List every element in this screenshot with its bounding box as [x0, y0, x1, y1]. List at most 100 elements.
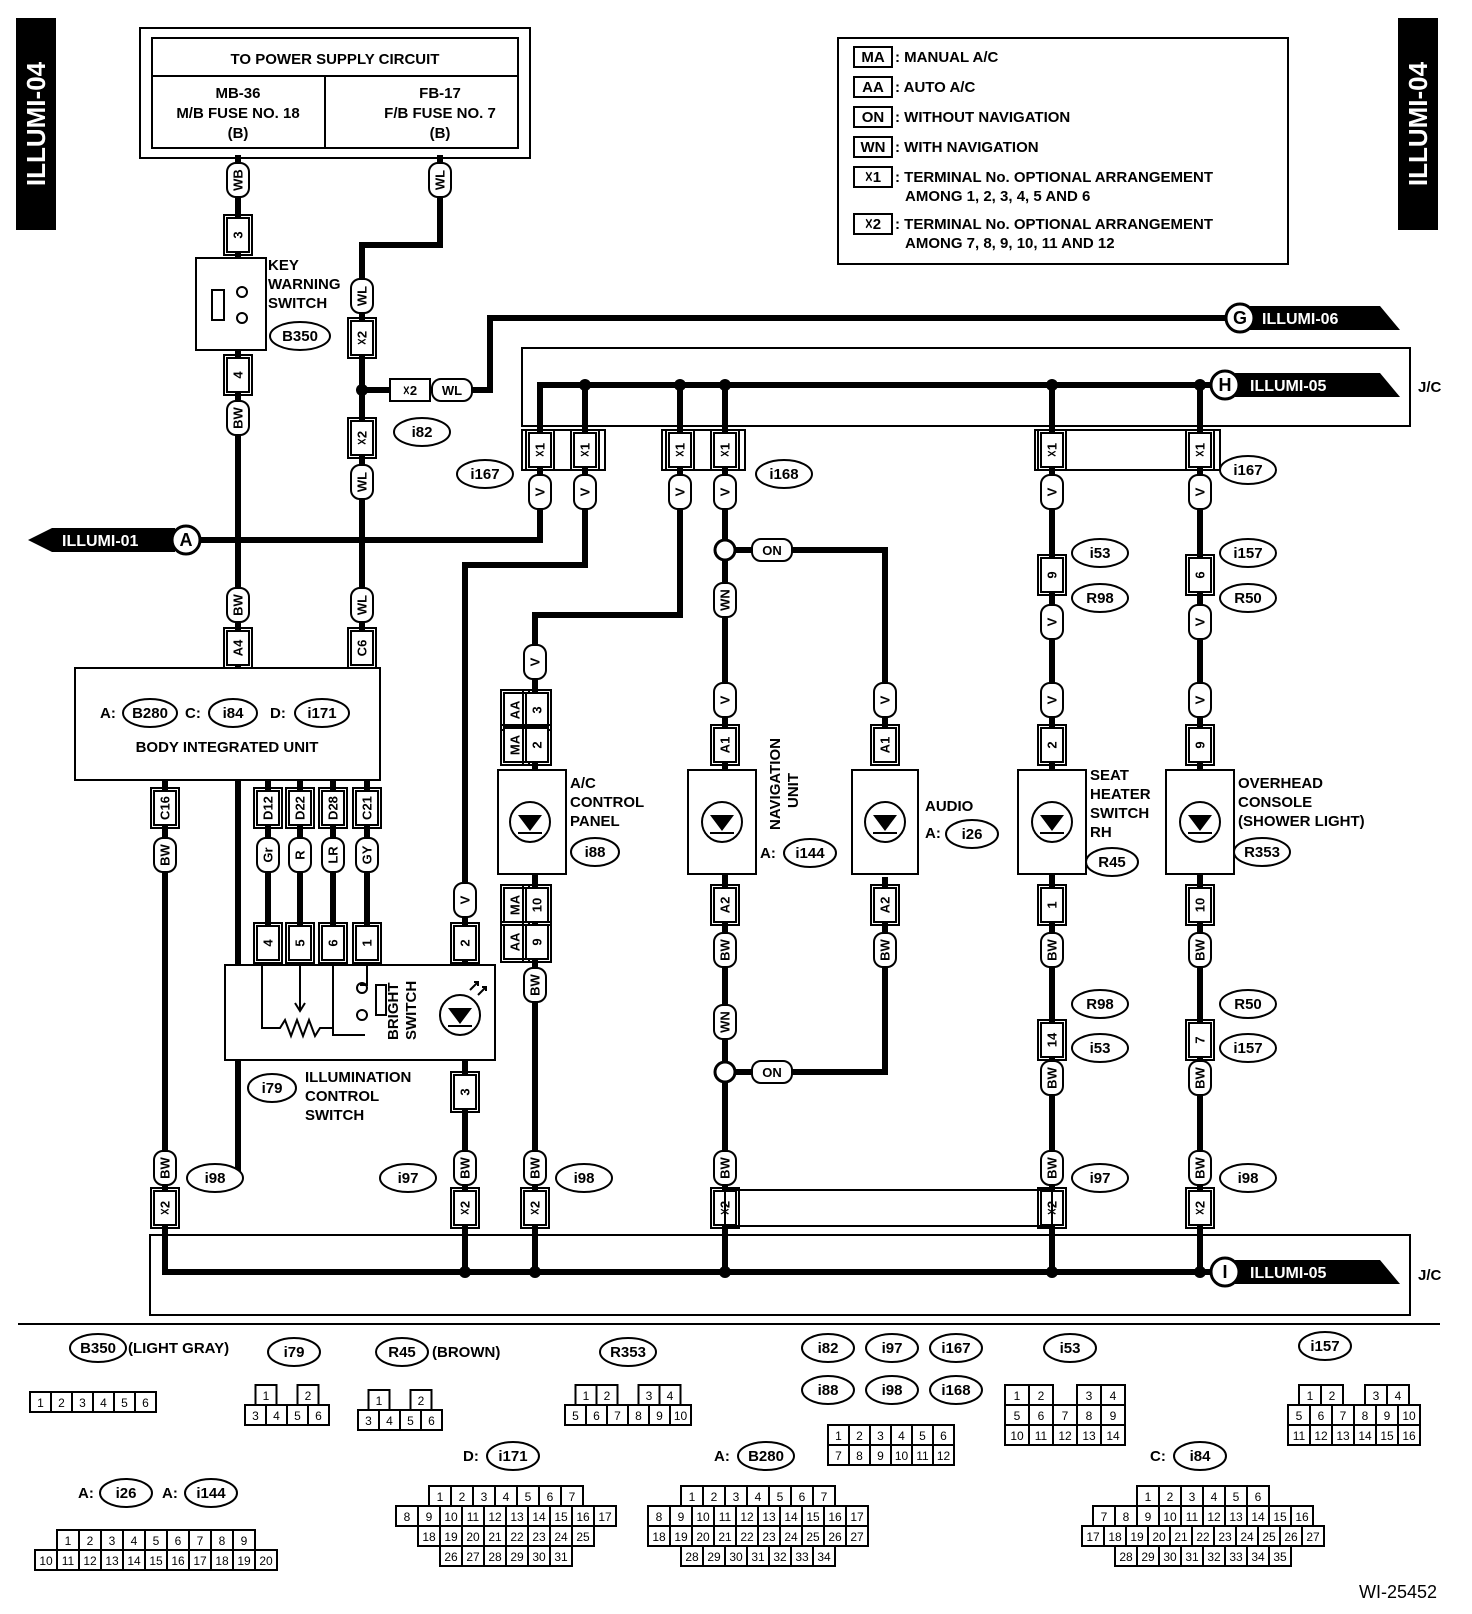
svg-text:R50: R50	[1234, 590, 1262, 607]
svg-text:32: 32	[773, 1550, 787, 1564]
connector-label-i168: i168	[755, 459, 813, 489]
svg-text:LR: LR	[326, 846, 341, 864]
svg-text:2: 2	[1329, 1389, 1336, 1403]
svg-text:3: 3	[109, 1534, 116, 1548]
svg-text:1: 1	[835, 1429, 842, 1443]
connector-label-i98: i98	[555, 1163, 613, 1193]
svg-text:ILLUMI-05: ILLUMI-05	[1250, 1265, 1327, 1282]
svg-text:G: G	[1233, 308, 1247, 328]
svg-text:13: 13	[1082, 1429, 1096, 1443]
connector-view-label-i168: i168	[929, 1375, 983, 1405]
wire-tag-bw: BW	[1040, 932, 1064, 968]
svg-text:30: 30	[532, 1550, 546, 1564]
pin-tag-ground-165: ☓2	[150, 1187, 180, 1229]
pin-tag-i82: ☓2	[347, 317, 377, 359]
svg-text:TO POWER SUPPLY CIRCUIT: TO POWER SUPPLY CIRCUIT	[231, 51, 440, 68]
svg-text:3: 3	[458, 1088, 473, 1095]
svg-text:11: 11	[719, 1510, 732, 1524]
svg-text:: WITHOUT NAVIGATION: : WITHOUT NAVIGATION	[895, 109, 1070, 126]
svg-text:12: 12	[937, 1449, 951, 1463]
svg-text:R98: R98	[1086, 590, 1114, 607]
svg-text:3: 3	[231, 231, 246, 238]
svg-text:V: V	[1045, 487, 1060, 496]
svg-text:1: 1	[689, 1490, 696, 1504]
pin-tag-biu-d28: D28	[318, 787, 348, 829]
svg-text:3: 3	[646, 1389, 653, 1403]
connector-label-i97: i97	[1071, 1163, 1129, 1193]
svg-text:23: 23	[532, 1530, 546, 1544]
wire-tag-v: V	[668, 474, 692, 510]
svg-text:28: 28	[488, 1550, 502, 1564]
svg-text:i79: i79	[262, 1080, 283, 1097]
wire-tag-on: ON	[751, 1060, 793, 1084]
svg-text:9: 9	[426, 1510, 433, 1524]
svg-text:9: 9	[1110, 1409, 1117, 1423]
svg-text:9: 9	[530, 938, 545, 945]
svg-text:28: 28	[685, 1550, 699, 1564]
svg-text:RH: RH	[1090, 824, 1112, 841]
svg-text:4: 4	[100, 1396, 107, 1410]
svg-text:20: 20	[466, 1530, 480, 1544]
legend-aa: AA: AUTO A/C	[853, 76, 975, 98]
svg-text:R: R	[293, 850, 308, 860]
svg-text:i82: i82	[412, 424, 433, 441]
svg-text:WARNING: WARNING	[268, 276, 341, 293]
wire-tag-bw: BW	[226, 587, 250, 623]
connector-label-r98: R98	[1071, 583, 1129, 613]
connector-view-note-r45: (BROWN)	[432, 1344, 500, 1361]
svg-text:UNIT: UNIT	[785, 773, 802, 808]
wire-tag-bw: BW	[226, 400, 250, 436]
svg-text:i88: i88	[585, 844, 606, 861]
svg-text:2: 2	[87, 1534, 94, 1548]
svg-text:29: 29	[510, 1550, 524, 1564]
audio-unit: AUDIO A: i26	[851, 769, 999, 875]
svg-text:3: 3	[1189, 1490, 1196, 1504]
svg-text:B350: B350	[80, 1340, 116, 1357]
connector-view-label-r353: R353	[599, 1337, 657, 1367]
svg-text:SWITCH: SWITCH	[1090, 805, 1149, 822]
wire-tag-bw: BW	[153, 837, 177, 873]
svg-text:BW: BW	[458, 1156, 473, 1178]
svg-text:C21: C21	[360, 796, 375, 820]
svg-text:3: 3	[79, 1396, 86, 1410]
svg-text:10: 10	[674, 1409, 688, 1423]
svg-text:H: H	[1219, 375, 1232, 395]
svg-text:11: 11	[1293, 1429, 1306, 1443]
svg-text:6: 6	[940, 1429, 947, 1443]
pin-tag-nav-a1: A1	[710, 724, 740, 766]
pin-tag-i79-6: 6	[318, 922, 348, 964]
svg-text:2: 2	[459, 1490, 466, 1504]
svg-text:V: V	[533, 487, 548, 496]
svg-text:☓1: ☓1	[673, 443, 688, 457]
svg-text:1: 1	[65, 1534, 72, 1548]
pin-tag-ac-aa: AA	[500, 921, 530, 963]
svg-text:ILLUMI-06: ILLUMI-06	[1262, 311, 1339, 328]
illumination-control-switch: BRIGHT SWITCH i79 ILLUMINATION CONTROL S…	[224, 964, 496, 1124]
svg-text:2: 2	[418, 1394, 425, 1408]
wire-tag-v: V	[873, 682, 897, 718]
pin-tag-b350-3: 3	[223, 214, 253, 256]
pin-tag-i79-1: 1	[352, 922, 382, 964]
pin-tag-r353-9: 9	[1185, 724, 1215, 766]
pin-tag-r353-10: 10	[1185, 884, 1215, 926]
svg-text:: WITH NAVIGATION: : WITH NAVIGATION	[895, 139, 1039, 156]
svg-text:13: 13	[1229, 1510, 1243, 1524]
svg-text:WL: WL	[355, 595, 370, 615]
connector-view-label-i167: i167	[929, 1333, 983, 1363]
svg-text:25: 25	[1262, 1530, 1276, 1544]
svg-text:BW: BW	[718, 1156, 733, 1178]
svg-text:A:: A:	[100, 705, 116, 722]
page-tag-right: ILLUMI-04	[1398, 18, 1438, 230]
svg-text:WN: WN	[718, 1011, 733, 1033]
svg-text:BODY INTEGRATED UNIT: BODY INTEGRATED UNIT	[136, 739, 319, 756]
connector-view-label-i171: i171	[486, 1441, 540, 1471]
svg-text:3: 3	[530, 706, 545, 713]
wire-tag-wl-horizontal: WL	[431, 378, 473, 402]
pin-tag-audio-a2: A2	[870, 884, 900, 926]
svg-text:17: 17	[598, 1510, 612, 1524]
svg-text:5: 5	[919, 1429, 926, 1443]
svg-text:i157: i157	[1233, 1040, 1262, 1057]
